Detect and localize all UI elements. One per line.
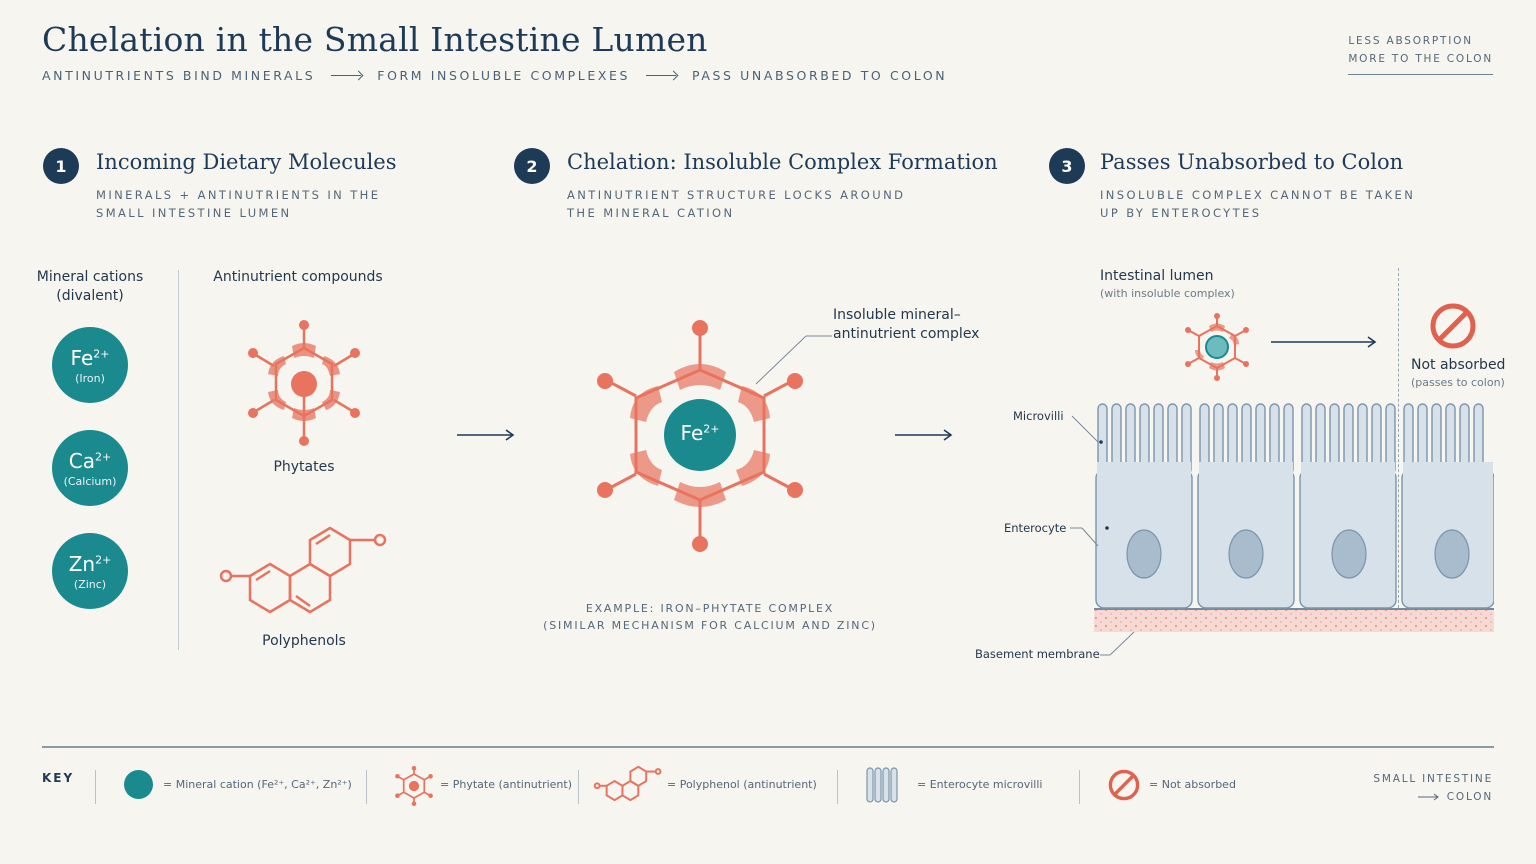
arrow-right-icon bbox=[331, 75, 362, 76]
key-divider bbox=[42, 746, 1494, 748]
zinc-symbol: Zn bbox=[68, 551, 96, 576]
key-not-absorbed-text: = Not absorbed bbox=[1149, 778, 1236, 791]
iron-phytate-complex-diagram bbox=[597, 320, 803, 552]
complex-center-symbol: Fe bbox=[680, 421, 704, 445]
step-2-title: Chelation: Insoluble Complex Formation bbox=[567, 150, 998, 174]
calcium-charge: 2+ bbox=[95, 449, 112, 463]
key-microvilli-icon bbox=[866, 767, 898, 803]
subtitle-part-3: PASS UNABSORBED TO COLON bbox=[692, 68, 948, 83]
key-cation-icon bbox=[124, 770, 153, 799]
antinutrients-heading: Antinutrient compounds bbox=[213, 269, 383, 285]
zinc-cation: Zn2+ (Zinc) bbox=[52, 533, 128, 609]
panel-divider bbox=[178, 270, 179, 650]
complex-label-leader-line bbox=[755, 335, 832, 385]
corner-note: LESS ABSORPTION MORE TO THE COLON bbox=[1348, 32, 1493, 75]
key-footer-line-2: COLON bbox=[1446, 791, 1493, 803]
intestinal-lumen-sublabel: (with insoluble complex) bbox=[1100, 287, 1235, 300]
key-heading: KEY bbox=[42, 771, 75, 785]
pass-arrow-icon bbox=[1271, 336, 1377, 348]
flow-arrow-2-icon bbox=[895, 429, 953, 441]
basement-membrane-label: Basement membrane bbox=[975, 647, 1100, 661]
small-complex-icon bbox=[1185, 313, 1249, 381]
microvilli-leader-line bbox=[1071, 415, 1099, 443]
key-phytate-text: = Phytate (antinutrient) bbox=[440, 778, 573, 791]
intestinal-lumen-label: Intestinal lumen bbox=[1100, 268, 1214, 284]
key-polyphenol-text: = Polyphenol (antinutrient) bbox=[667, 778, 817, 791]
iron-cation: Fe2+ (Iron) bbox=[52, 327, 128, 403]
step-1-title: Incoming Dietary Molecules bbox=[96, 150, 397, 174]
complex-center-cation: Fe2+ bbox=[664, 421, 736, 445]
key-separator bbox=[578, 770, 579, 804]
zinc-charge: 2+ bbox=[95, 552, 112, 566]
step-2-subtitle: ANTINUTRIENT STRUCTURE LOCKS AROUND THE … bbox=[567, 188, 906, 220]
step-3-subtitle: INSOLUBLE COMPLEX CANNOT BE TAKEN UP BY … bbox=[1100, 188, 1416, 220]
arrow-right-icon bbox=[646, 75, 677, 76]
complex-label: Insoluble mineral–antinutrient complex bbox=[833, 307, 980, 342]
iron-symbol: Fe bbox=[70, 345, 94, 370]
key-microvilli-text: = Enterocyte microvilli bbox=[917, 778, 1043, 791]
example-caption: EXAMPLE: IRON–PHYTATE COMPLEX (SIMILAR M… bbox=[540, 600, 880, 634]
enterocyte-tissue-diagram bbox=[1094, 403, 1494, 632]
step-2-badge: 2 bbox=[514, 148, 550, 184]
not-absorbed-sublabel: (passes to colon) bbox=[1411, 376, 1505, 389]
not-absorbed-label: Not absorbed bbox=[1411, 357, 1506, 373]
microvilli-label: Microvilli bbox=[1013, 409, 1064, 423]
polyphenol-molecule-icon bbox=[219, 526, 387, 614]
step-1-badge: 1 bbox=[43, 148, 79, 184]
key-separator bbox=[366, 770, 367, 804]
step-3-title: Passes Unabsorbed to Colon bbox=[1100, 150, 1404, 174]
basement-membrane-leader-line bbox=[1100, 631, 1135, 656]
enterocyte-label: Enterocyte bbox=[1004, 521, 1067, 535]
key-separator bbox=[1079, 770, 1080, 804]
absorption-boundary-line bbox=[1398, 268, 1399, 618]
zinc-name: (Zinc) bbox=[73, 577, 107, 591]
enterocyte-leader-line bbox=[1070, 527, 1099, 547]
key-separator bbox=[95, 770, 96, 804]
page-title: Chelation in the Small Intestine Lumen bbox=[42, 20, 708, 59]
cations-heading: Mineral cations (divalent) bbox=[36, 269, 144, 304]
example-line-1: EXAMPLE: IRON–PHYTATE COMPLEX bbox=[585, 602, 835, 615]
subtitle-part-2: FORM INSOLUBLE COMPLEXES bbox=[377, 68, 631, 83]
corner-note-line-2: MORE TO THE COLON bbox=[1348, 53, 1493, 65]
calcium-symbol: Ca bbox=[68, 448, 95, 473]
calcium-cation: Ca2+ (Calcium) bbox=[52, 430, 128, 506]
calcium-name: (Calcium) bbox=[63, 474, 117, 488]
not-absorbed-icon bbox=[1430, 303, 1476, 349]
key-footer-note: SMALL INTESTINE COLON bbox=[1373, 770, 1493, 806]
subtitle-part-1: ANTINUTRIENTS BIND MINERALS bbox=[42, 68, 316, 83]
key-separator bbox=[837, 770, 838, 804]
step-1-subtitle: MINERALS + ANTINUTRIENTS IN THE SMALL IN… bbox=[96, 188, 381, 220]
key-not-absorbed-icon bbox=[1108, 769, 1140, 801]
key-footer-line-1: SMALL INTESTINE bbox=[1373, 773, 1493, 785]
corner-note-line-1: LESS ABSORPTION bbox=[1348, 35, 1473, 47]
phytates-label: Phytates bbox=[273, 459, 335, 475]
polyphenols-label: Polyphenols bbox=[262, 633, 346, 649]
iron-charge: 2+ bbox=[93, 346, 110, 360]
key-footer-arrow-icon bbox=[1417, 793, 1439, 801]
key-cation-text: = Mineral cation (Fe²⁺, Ca²⁺, Zn²⁺) bbox=[163, 778, 352, 791]
key-phytate-icon bbox=[395, 766, 433, 806]
iron-name: (Iron) bbox=[75, 371, 105, 385]
subtitle: ANTINUTRIENTS BIND MINERALS FORM INSOLUB… bbox=[42, 68, 947, 83]
flow-arrow-1-icon bbox=[457, 429, 515, 441]
example-line-2: (SIMILAR MECHANISM FOR CALCIUM AND ZINC) bbox=[543, 619, 877, 632]
key-polyphenol-icon bbox=[593, 766, 662, 802]
step-3-badge: 3 bbox=[1049, 148, 1085, 184]
phytate-molecule-icon bbox=[248, 320, 360, 446]
complex-center-charge: 2+ bbox=[703, 422, 720, 436]
